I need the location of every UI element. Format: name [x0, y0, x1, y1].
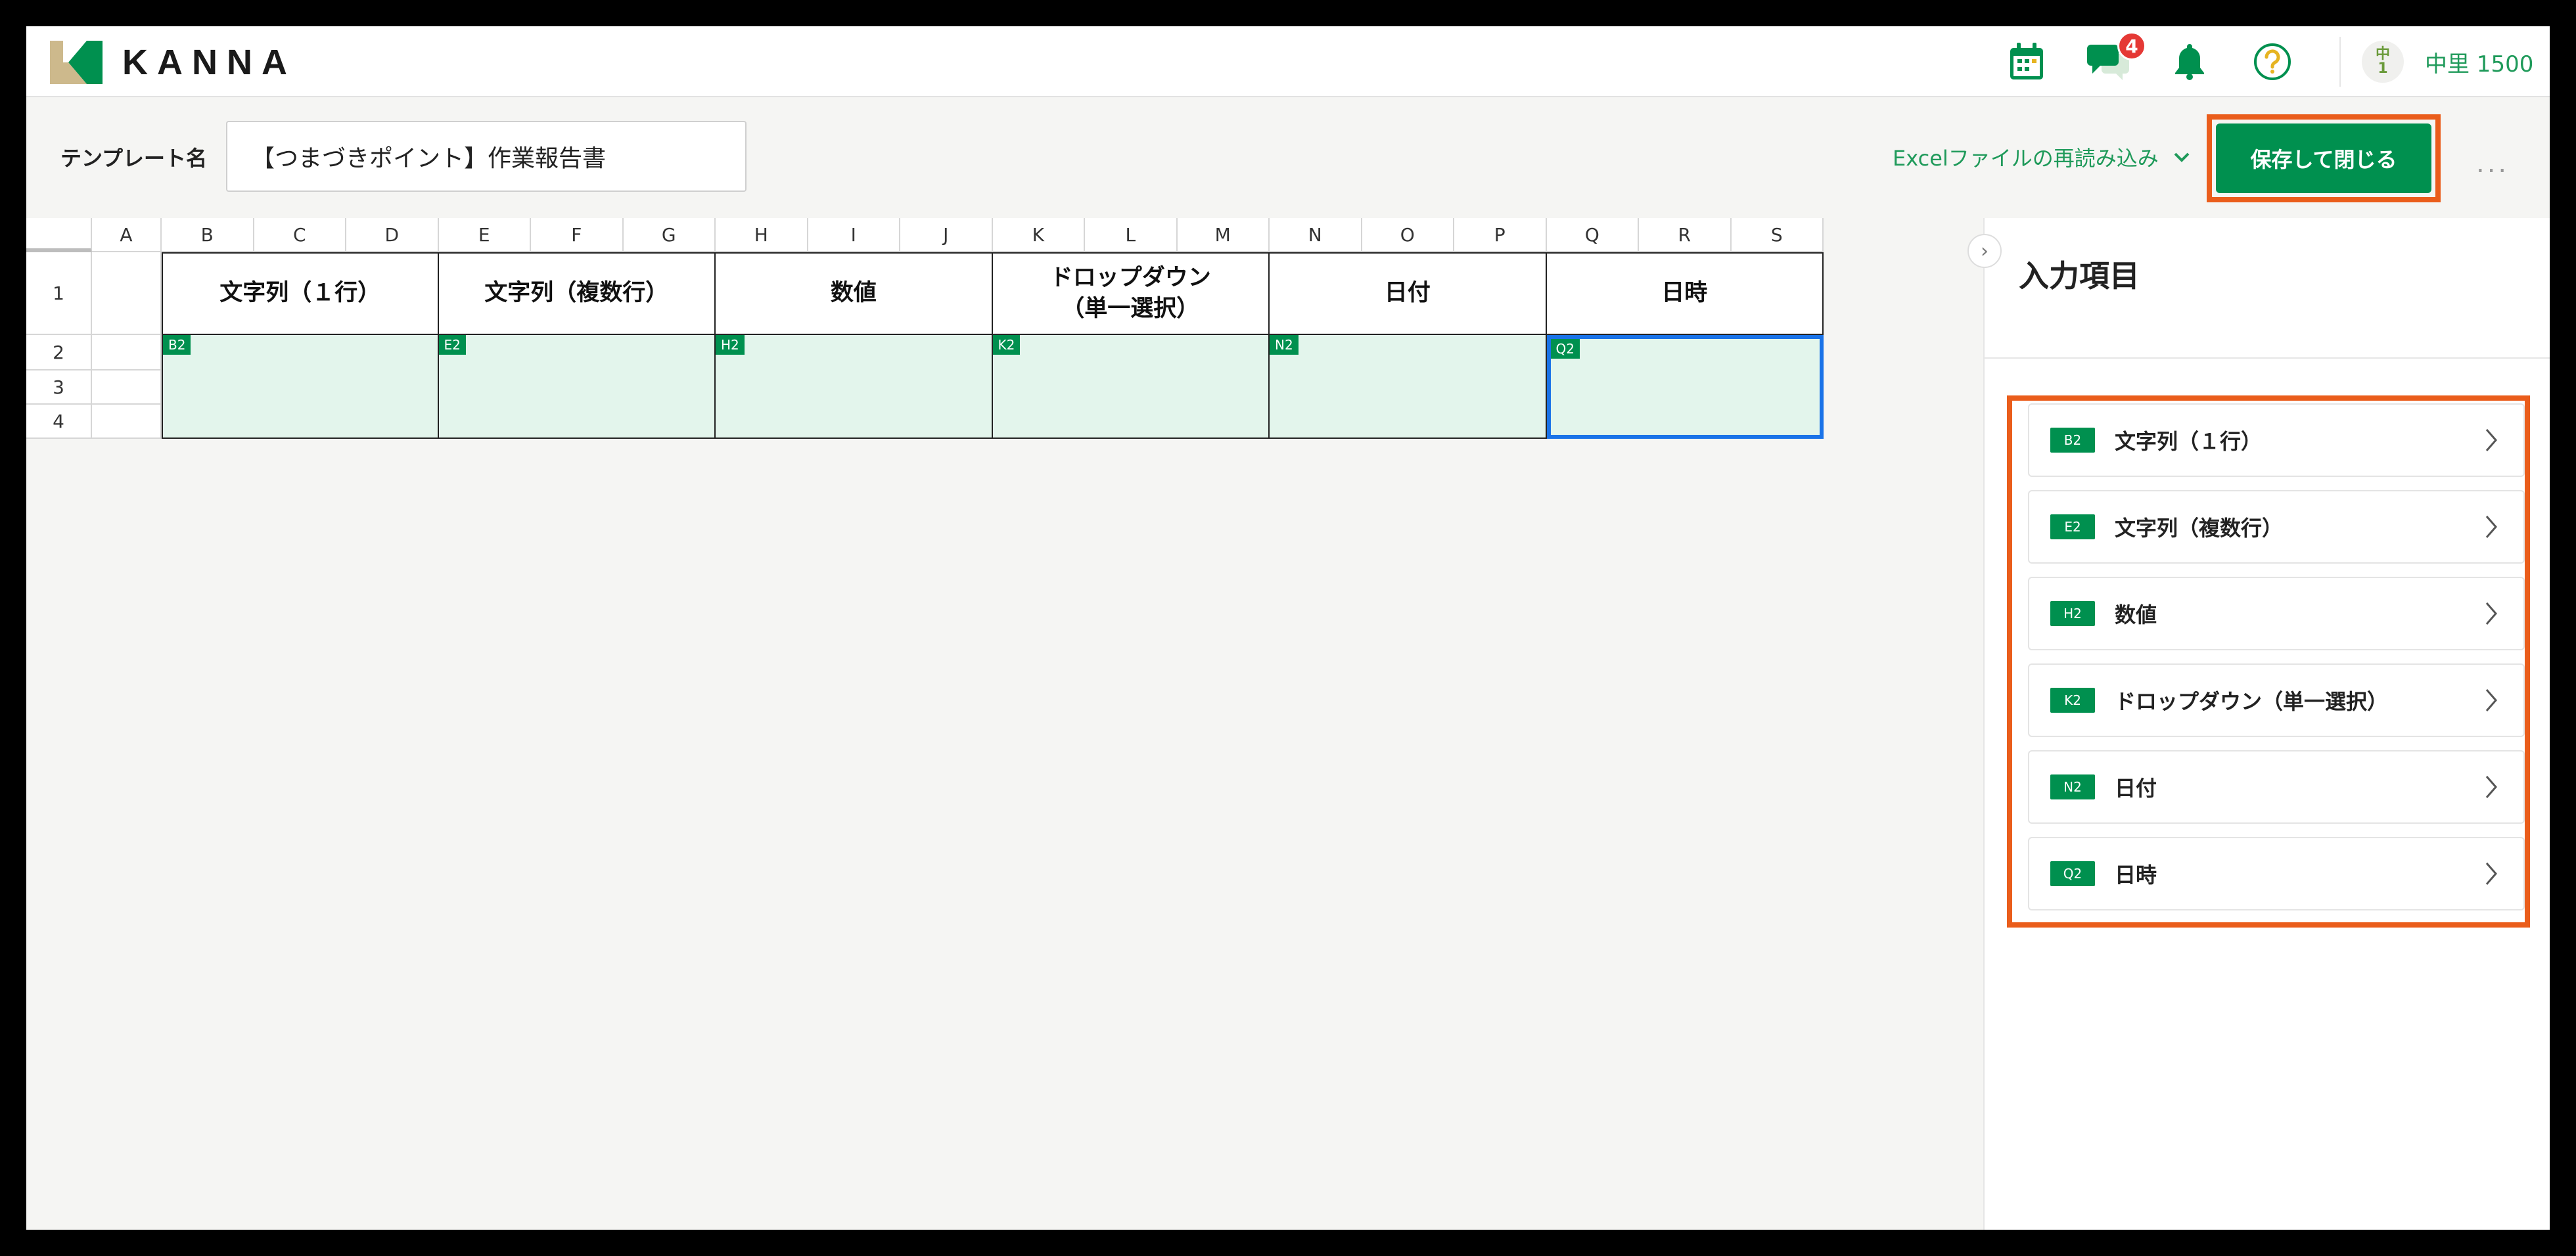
- input-item-label: 文字列（複数行）: [2115, 516, 2284, 541]
- column-header-b[interactable]: B: [162, 218, 254, 252]
- column-header-d[interactable]: D: [346, 218, 439, 252]
- column-header-e[interactable]: E: [438, 218, 531, 252]
- excel-reload-dropdown[interactable]: Excelファイルの再読み込み: [1893, 142, 2190, 172]
- cell-ref-badge: N2: [2050, 774, 2095, 799]
- header-cell[interactable]: 日付: [1270, 252, 1547, 335]
- cell-ref-badge: H2: [2050, 601, 2095, 626]
- column-header-g[interactable]: G: [623, 218, 716, 252]
- input-item[interactable]: H2 数値: [2028, 577, 2525, 650]
- column-header-f[interactable]: F: [531, 218, 624, 252]
- column-header-h[interactable]: H: [716, 218, 808, 252]
- input-cell[interactable]: B2: [162, 335, 439, 439]
- cell-tag: E2: [438, 335, 466, 355]
- chat-icon[interactable]: 4: [2087, 32, 2146, 83]
- top-bar: KANNA 4: [26, 26, 2550, 97]
- cell-tag: K2: [992, 335, 1021, 355]
- column-header-k[interactable]: K: [992, 218, 1085, 252]
- header-cell[interactable]: 文字列（複数行）: [438, 252, 716, 335]
- kanna-logo[interactable]: KANNA: [50, 41, 296, 84]
- input-item[interactable]: K2 ドロップダウン（単一選択）: [2028, 663, 2525, 737]
- column-header-c[interactable]: C: [254, 218, 346, 252]
- row-header-4[interactable]: 4: [26, 405, 92, 439]
- column-header-l[interactable]: L: [1085, 218, 1178, 252]
- header-cell[interactable]: ドロップダウン （単一選択）: [992, 252, 1270, 335]
- column-header-q[interactable]: Q: [1546, 218, 1639, 252]
- collapse-panel-button[interactable]: ›: [1967, 234, 2002, 268]
- chat-unread-badge: 4: [2117, 32, 2146, 60]
- input-item[interactable]: Q2 日時: [2028, 837, 2525, 910]
- row-header-3[interactable]: 3: [26, 370, 92, 405]
- excel-reload-label: Excelファイルの再読み込み: [1893, 146, 2159, 171]
- logo-text: KANNA: [122, 43, 296, 82]
- column-header-j[interactable]: J: [900, 218, 993, 252]
- chevron-right-icon: [2485, 776, 2497, 798]
- template-name-input[interactable]: [226, 121, 747, 192]
- chevron-down-icon: [2174, 152, 2190, 162]
- input-item[interactable]: B2 文字列（１行）: [2028, 403, 2525, 477]
- column-header-o[interactable]: O: [1362, 218, 1454, 252]
- column-header-i[interactable]: I: [808, 218, 900, 252]
- cell-ref-badge: K2: [2050, 688, 2095, 713]
- chevron-right-icon: [2485, 516, 2497, 538]
- input-item-label: 文字列（１行）: [2115, 429, 2263, 454]
- column-header-a[interactable]: A: [92, 218, 162, 252]
- input-items-panel: › 入力項目 B2 文字列（１行） E2 文字列（複数行） H2 数値 K2 ドロップダウン（…: [1967, 218, 2550, 1230]
- panel-divider: [1985, 357, 2550, 359]
- column-header-r[interactable]: R: [1639, 218, 1732, 252]
- cell-a2[interactable]: [92, 335, 162, 370]
- cell-tag: N2: [1270, 335, 1299, 355]
- bell-icon[interactable]: [2169, 41, 2211, 83]
- header-cell[interactable]: 文字列（１行）: [162, 252, 439, 335]
- more-options-button[interactable]: ...: [2476, 148, 2510, 179]
- input-item-label: 日付: [2115, 776, 2157, 801]
- cell-a4[interactable]: [92, 405, 162, 439]
- input-cell[interactable]: H2: [716, 335, 993, 439]
- user-name[interactable]: 中里 1500: [2425, 51, 2534, 78]
- cell-ref-badge: E2: [2050, 514, 2095, 539]
- cell-ref-badge: B2: [2050, 428, 2095, 453]
- input-item-label: 日時: [2115, 863, 2157, 887]
- cell-tag: B2: [163, 335, 191, 355]
- column-header-n[interactable]: N: [1270, 218, 1362, 252]
- avatar[interactable]: 中 1: [2362, 41, 2404, 83]
- cell-ref-badge: Q2: [2050, 861, 2095, 886]
- app-window: KANNA 4: [26, 26, 2550, 1230]
- save-and-close-button[interactable]: 保存して閉じる: [2216, 123, 2431, 193]
- save-button-highlight: [2207, 114, 2441, 202]
- panel-title: 入力項目: [2019, 258, 2140, 294]
- input-item[interactable]: N2 日付: [2028, 750, 2525, 824]
- column-header-m[interactable]: M: [1177, 218, 1270, 252]
- header-cell[interactable]: 数値: [716, 252, 993, 335]
- header-cell[interactable]: 日時: [1546, 252, 1824, 335]
- chevron-right-icon: [2485, 429, 2497, 451]
- cell-a3[interactable]: [92, 370, 162, 405]
- row-header-2[interactable]: 2: [26, 335, 92, 370]
- input-item-label: ドロップダウン（単一選択）: [2115, 689, 2389, 714]
- input-cell[interactable]: N2: [1270, 335, 1547, 439]
- help-icon[interactable]: [2251, 41, 2293, 83]
- chevron-right-icon: [2485, 689, 2497, 711]
- input-item-label: 数値: [2115, 602, 2157, 627]
- row-header-1[interactable]: 1: [26, 252, 92, 335]
- template-name-label: テンプレート名: [60, 146, 208, 171]
- input-item[interactable]: E2 文字列（複数行）: [2028, 490, 2525, 564]
- cell-tag: H2: [716, 335, 745, 355]
- input-cell[interactable]: K2: [992, 335, 1270, 439]
- input-cell[interactable]: E2: [438, 335, 716, 439]
- column-header-s[interactable]: S: [1731, 218, 1824, 252]
- header-divider: [2339, 37, 2341, 87]
- items-list-highlight: [2007, 395, 2530, 928]
- chevron-right-icon: [2485, 863, 2497, 885]
- column-header-p[interactable]: P: [1454, 218, 1547, 252]
- sheet-corner: [26, 218, 92, 252]
- input-cell-selected[interactable]: Q2: [1546, 335, 1824, 439]
- avatar-initials: 中 1: [2375, 46, 2390, 77]
- cell-tag: Q2: [1550, 339, 1580, 359]
- kanna-logo-icon: [50, 41, 103, 84]
- chevron-right-icon: [2485, 602, 2497, 625]
- calendar-icon[interactable]: [2006, 41, 2048, 83]
- cell-a1[interactable]: [92, 252, 162, 335]
